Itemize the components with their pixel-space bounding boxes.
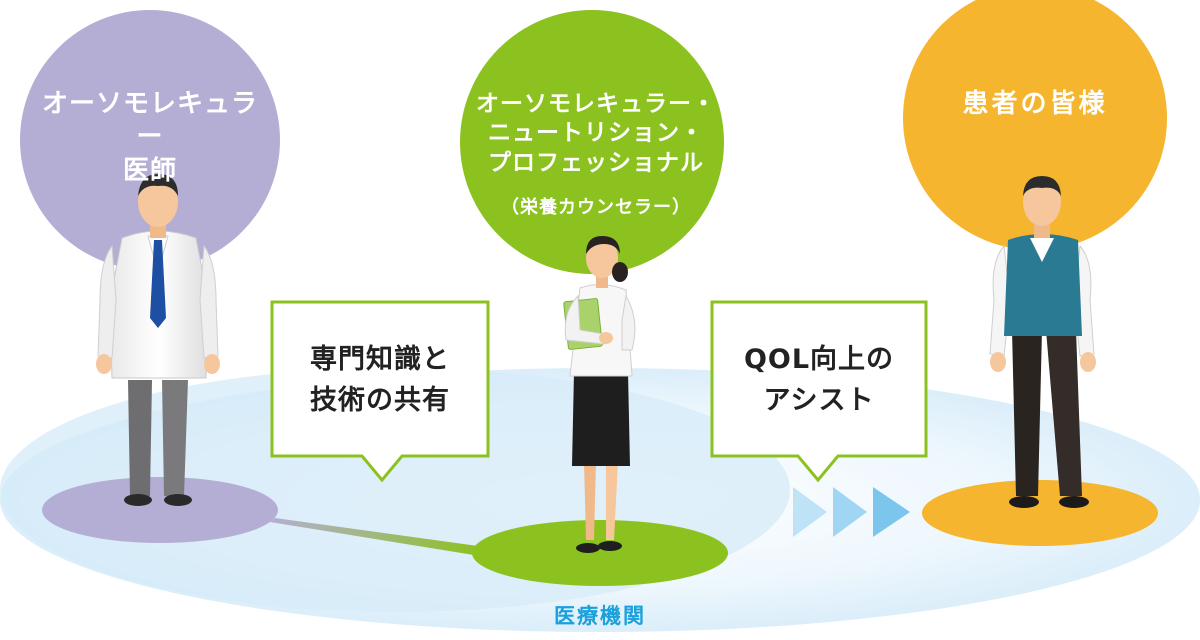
nutritionist-label-line1: オーソモレキュラー・ (476, 91, 716, 117)
share-bubble-text: 専門知識と 技術の共有 (275, 340, 485, 421)
speech-bubble-share (270, 300, 490, 483)
doctor-base (42, 477, 278, 543)
nutritionist-circle (460, 10, 724, 274)
connection-line (270, 518, 480, 556)
doctor-label-line1: オーソモレキュラー (41, 89, 258, 153)
arrow-icon (833, 487, 867, 537)
patient-circle (903, 0, 1167, 250)
patient-label: 患者の皆様 (915, 88, 1155, 121)
doctor-label-line2: 医師 (122, 155, 177, 186)
nutritionist-label-line3: プロフェッショナル (488, 149, 704, 176)
arrow-icon (873, 487, 910, 537)
arrow-icon (793, 487, 827, 537)
share-bubble-line2: 技術の共有 (310, 384, 450, 416)
qol-bubble-line2: アシスト (763, 384, 875, 416)
nutritionist-base (472, 520, 728, 586)
doctor-figure (96, 174, 220, 506)
arrow-icons (793, 487, 910, 537)
nutritionist-label: オーソモレキュラー・ ニュートリション・ プロフェッショナル （栄養カウンセラー… (466, 90, 726, 219)
patient-base (922, 480, 1158, 546)
nutritionist-figure (563, 236, 636, 553)
speech-bubble-qol (710, 300, 928, 483)
doctor-circle (20, 10, 280, 270)
nutritionist-label-line2: ニュートリション・ (488, 120, 704, 147)
medical-institution-label: 医療機関 (554, 604, 646, 628)
qol-bubble-line1: QOL向上の (743, 344, 895, 375)
patient-figure (989, 176, 1096, 508)
qol-bubble-text: QOL向上の アシスト (714, 340, 924, 421)
doctor-label: オーソモレキュラー 医師 (30, 88, 270, 188)
nutritionist-label-sub: （栄養カウンセラー） (501, 197, 691, 219)
patient-label-line1: 患者の皆様 (962, 89, 1108, 119)
share-bubble-line1: 専門知識と (310, 344, 450, 375)
